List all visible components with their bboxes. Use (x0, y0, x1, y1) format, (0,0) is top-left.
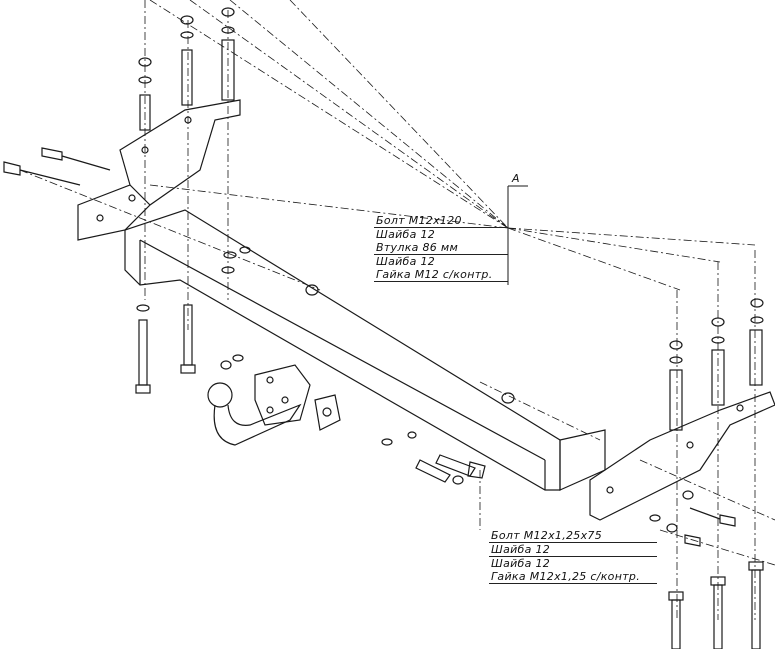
leader-lines (19, 0, 775, 620)
callout-a-row: Шайба 12 (376, 228, 436, 241)
callout-a-row: Шайба 12 (376, 255, 436, 268)
callout-a-row: Болт M12x120 (374, 214, 508, 228)
left-fasteners (3, 7, 319, 394)
callout-b-row: Шайба 12 (489, 543, 657, 557)
callout-b-row: Шайба 12 (491, 557, 551, 570)
callout-leaders (507, 185, 528, 285)
callout-b: Болт M12x1,25x75 Шайба 12 Шайба 12 Гайка… (489, 529, 657, 584)
callout-b-row: Гайка M12x1,25 с/контр. (489, 570, 657, 584)
cross-beam (124, 209, 561, 491)
tow-ball (207, 364, 341, 446)
callout-a-row: Втулка 86 мм (374, 241, 508, 255)
callout-a: Болт M12x120 Шайба 12 Втулка 86 мм Шайба… (374, 214, 508, 282)
right-bracket (559, 391, 775, 521)
section-marker-a: A (512, 172, 520, 185)
left-bracket (77, 99, 241, 241)
right-fasteners (381, 298, 764, 649)
callout-a-row: Гайка M12 с/контр. (374, 268, 508, 282)
callout-b-row: Болт M12x1,25x75 (489, 529, 657, 543)
